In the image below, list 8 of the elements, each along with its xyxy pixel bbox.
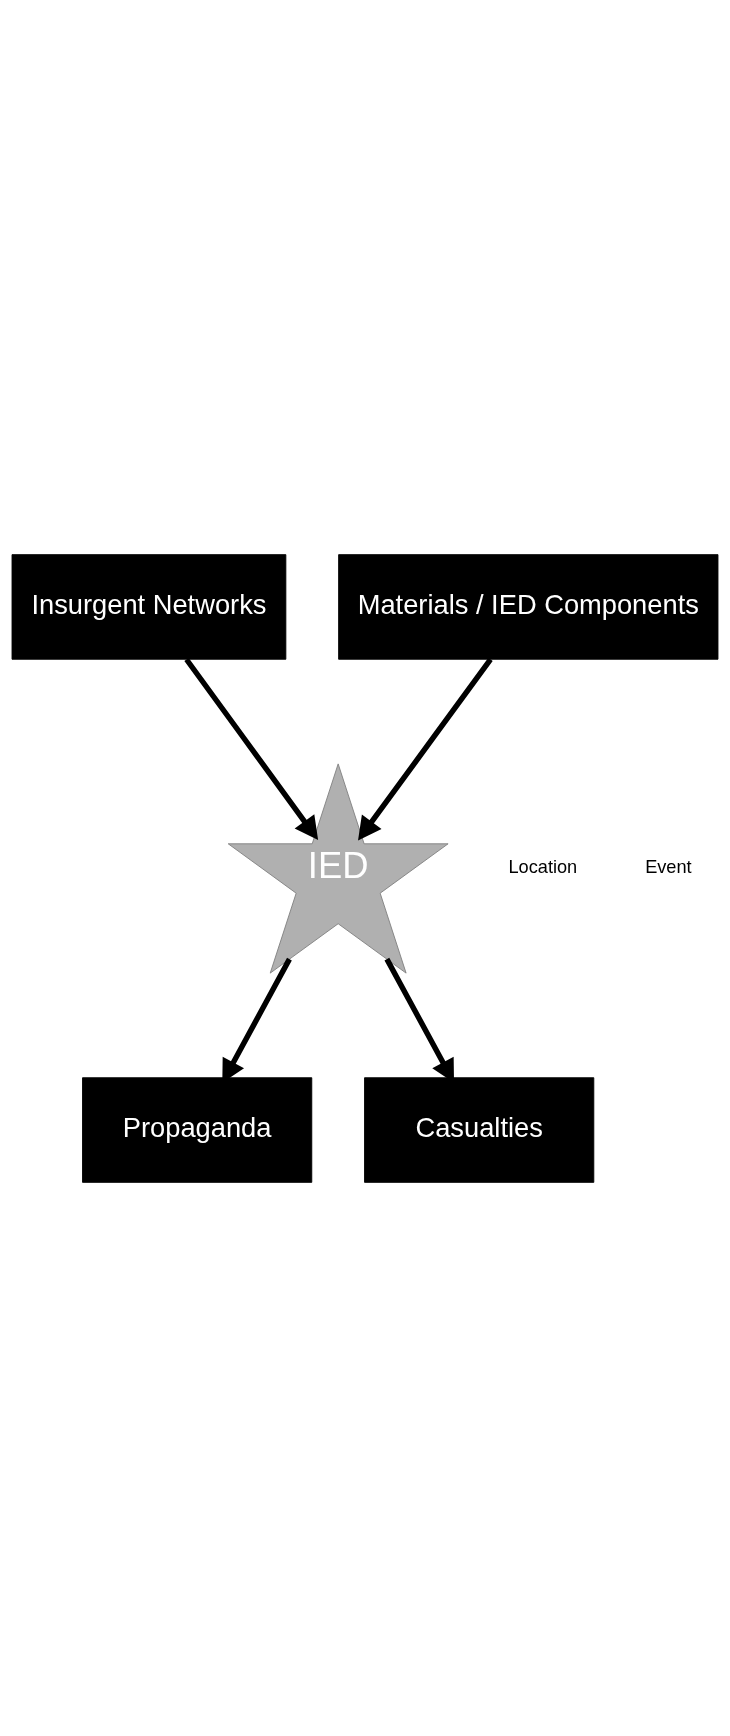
label: Location: [508, 856, 578, 877]
node-box: Materials / IED Components: [338, 553, 719, 660]
node-box: Casualties: [364, 1076, 595, 1183]
arrow: [358, 657, 493, 840]
arrow: [184, 657, 319, 840]
node-box: Propaganda: [82, 1076, 313, 1183]
node-box: Insurgent Networks: [11, 553, 287, 660]
label: Event: [645, 856, 692, 877]
